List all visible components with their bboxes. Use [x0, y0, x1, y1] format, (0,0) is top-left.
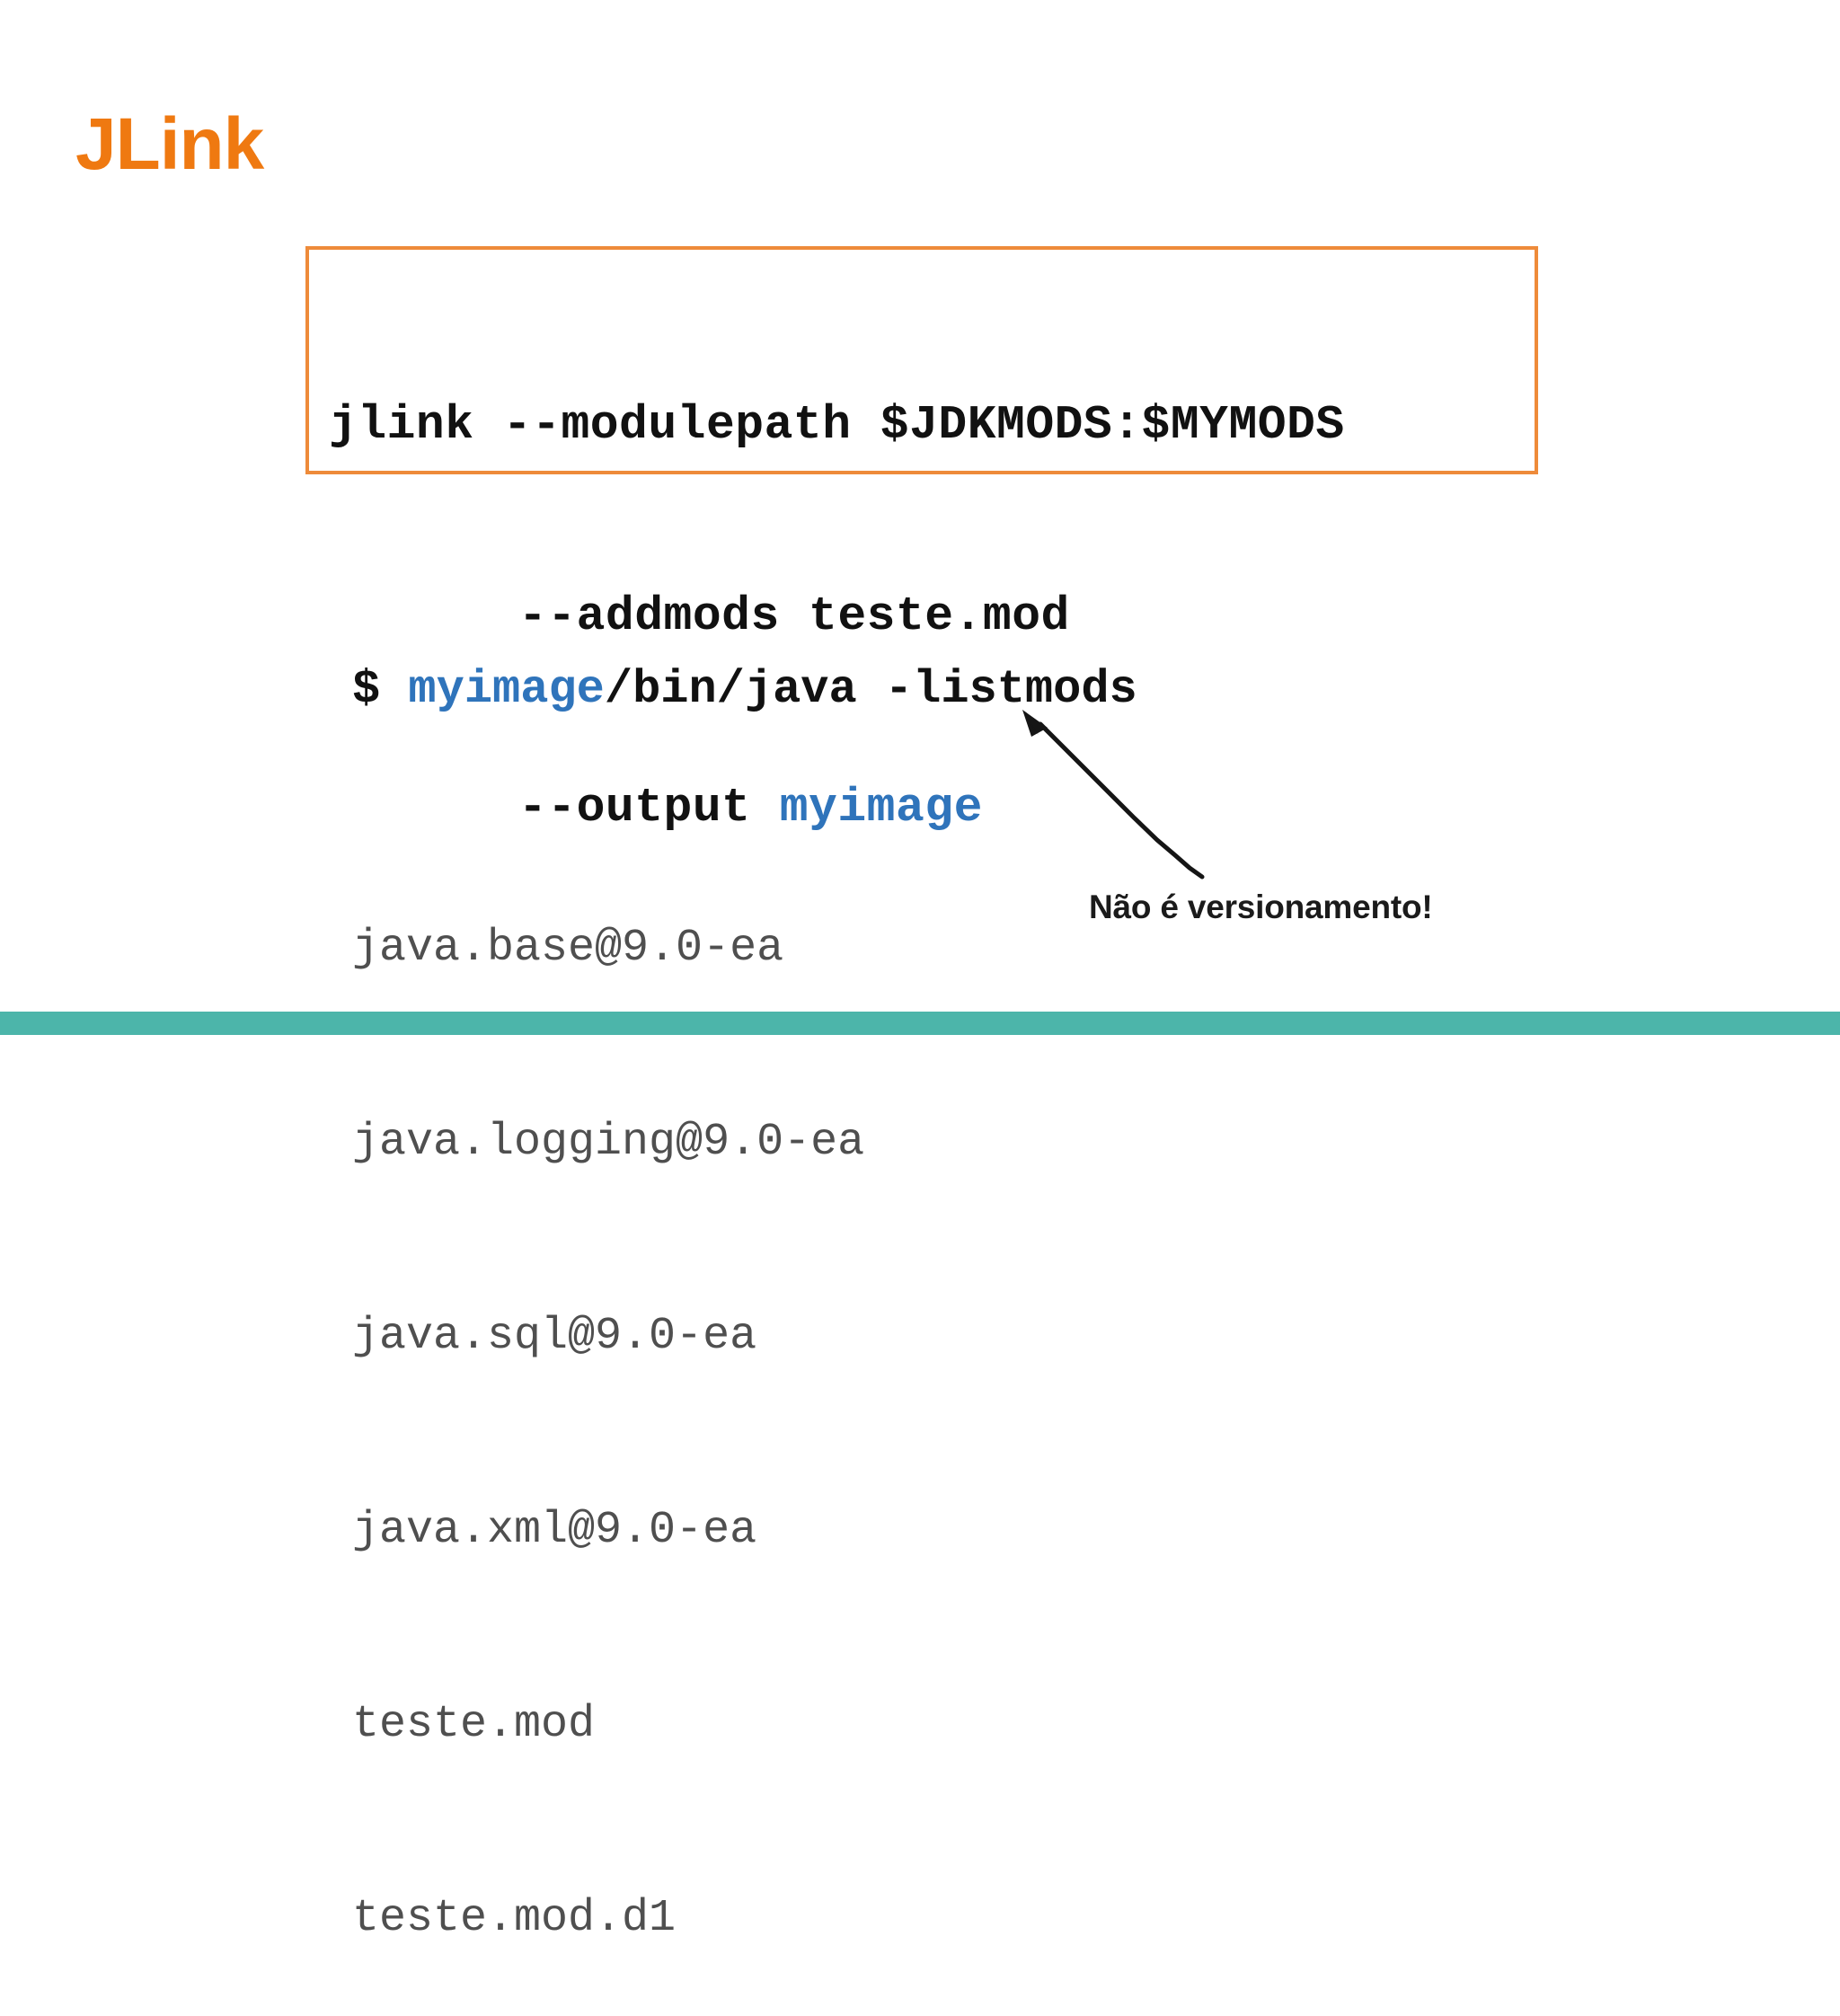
command-box: jlink --modulepath $JDKMODS:$MYMODS --ad…	[305, 246, 1538, 835]
terminal-output-line: teste.mod	[352, 1699, 596, 1750]
page-title: JLink	[75, 103, 264, 185]
command-line-2: --addmods teste.mod	[518, 589, 1070, 643]
terminal-output-line: java.xml@9.0-ea	[352, 1505, 757, 1556]
command-line-3-value: myimage	[779, 781, 983, 835]
terminal-transcript: $ myimage/bin/java -listmods java.base@9…	[352, 528, 1137, 2016]
command-line-3-option: --output	[518, 781, 780, 835]
terminal-output-line: teste.mod.d1	[352, 1893, 677, 1944]
terminal-prompt-line: $ myimage/bin/java -listmods	[352, 658, 1137, 722]
terminal-output-line: java.sql@9.0-ea	[352, 1311, 757, 1362]
terminal-output-line: java.base@9.0-ea	[352, 923, 784, 974]
terminal-output-line: java.logging@9.0-ea	[352, 1117, 865, 1168]
terminal-command-rest: /bin/java -listmods	[604, 663, 1137, 716]
command-line-1: jlink --modulepath $JDKMODS:$MYMODS	[329, 398, 1345, 452]
terminal-image-name: myimage	[408, 663, 605, 716]
command-line-3: --output myimage	[329, 776, 1345, 840]
annotation-caption: Não é versionamento!	[1089, 889, 1433, 925]
terminal-prompt-symbol: $	[352, 663, 409, 716]
command-code-block: jlink --modulepath $JDKMODS:$MYMODS --ad…	[329, 266, 1345, 968]
footer-accent-band	[0, 1012, 1840, 1035]
